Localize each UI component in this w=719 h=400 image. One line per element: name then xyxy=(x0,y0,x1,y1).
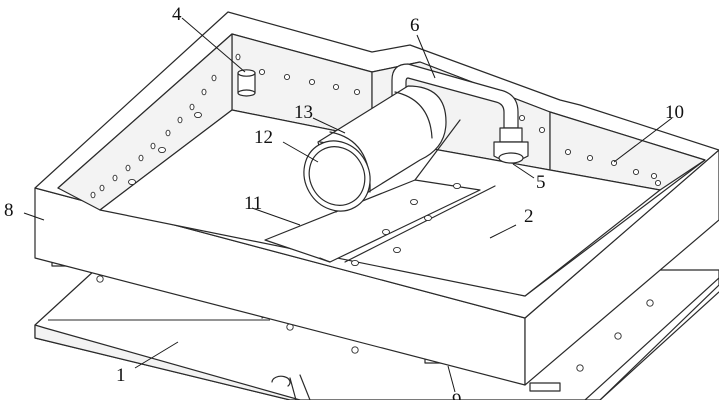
motor xyxy=(303,85,447,213)
floor-holes xyxy=(128,111,461,267)
leader-lines xyxy=(23,17,673,393)
label-8: 8 xyxy=(4,200,14,221)
pipe xyxy=(391,63,529,164)
part-labels: 4 6 13 12 11 10 5 2 8 1 9 xyxy=(4,4,684,400)
label-1: 1 xyxy=(116,365,126,386)
label-4: 4 xyxy=(172,4,182,25)
label-2: 2 xyxy=(524,206,534,227)
label-13: 13 xyxy=(294,102,313,123)
label-9: 9 xyxy=(452,390,462,400)
label-10: 10 xyxy=(665,102,684,123)
label-5: 5 xyxy=(536,172,546,193)
label-6: 6 xyxy=(410,15,420,36)
wall-holes xyxy=(90,53,662,199)
fitting xyxy=(237,69,256,97)
label-11: 11 xyxy=(244,193,262,214)
label-12: 12 xyxy=(254,127,273,148)
